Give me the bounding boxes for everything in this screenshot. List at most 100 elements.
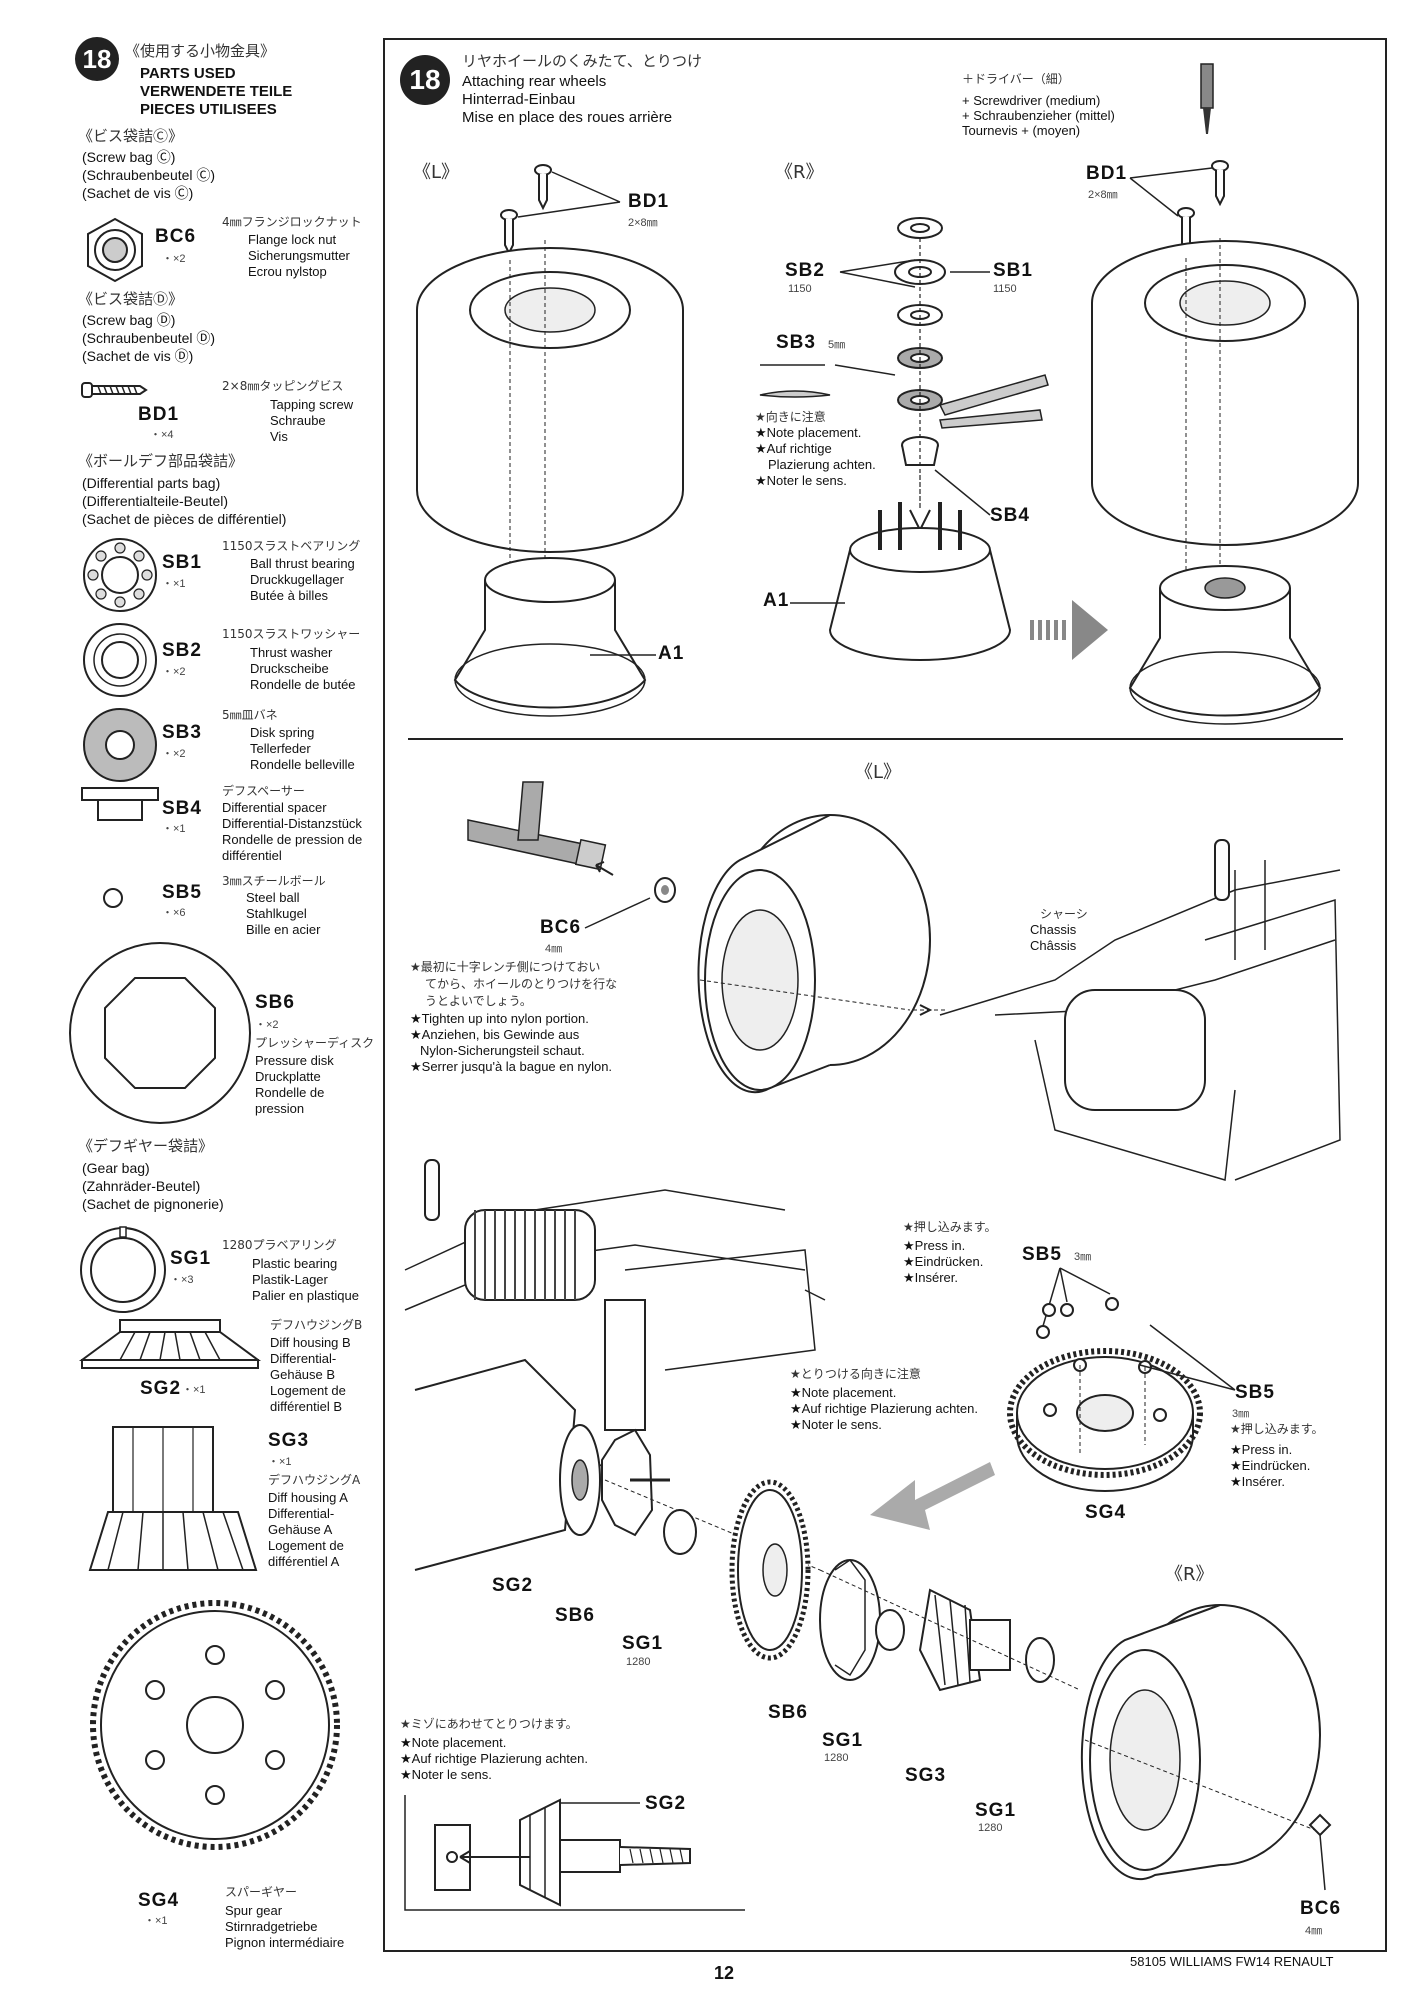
sg1-code: SG1 [170, 1248, 212, 1269]
sg2-jp: デフハウジングB [270, 1318, 363, 1332]
sb4-qty: ・×1 [162, 823, 186, 835]
sb2-qty: ・×2 [162, 666, 186, 678]
bd1-en: Tapping screw [270, 397, 354, 412]
sb4-en: Differential spacer [222, 800, 327, 815]
press-note-fr: ★Insérer. [903, 1270, 959, 1285]
diff-housing-a-icon [88, 1426, 258, 1571]
bd1-jp: 2×8㎜タッピングビス [222, 379, 344, 393]
mid-bc6-label: BC6 [540, 917, 582, 938]
sg1-c-size: 1280 [978, 1822, 1003, 1834]
sb1-de: Druckkugellager [250, 572, 344, 587]
cross-wrench-icon [467, 781, 614, 876]
bag-c-de: (Schraubenbeutel Ⓒ) [82, 167, 216, 183]
chassis-jp: シャーシ [1040, 907, 1088, 921]
sb5-right-leader [1139, 1324, 1236, 1391]
press2-note-de: ★Eindrücken. [1230, 1458, 1311, 1473]
rear-wheel-left-drawing [416, 164, 684, 717]
chassis-fr: Châssis [1030, 938, 1077, 953]
tool-en: + Screwdriver (medium) [962, 93, 1101, 108]
bag-d-en: (Screw bag Ⓓ) [82, 312, 176, 328]
sb-leader-lines [839, 259, 990, 288]
sb2-de: Druckscheibe [250, 661, 329, 676]
top-right-bd1-label: BD1 [1086, 163, 1128, 184]
placement-note-de1: ★Auf richtige [755, 441, 832, 456]
bd1-code: BD1 [138, 404, 180, 425]
orient-note-fr: ★Noter le sens. [790, 1417, 882, 1432]
sg4-en: Spur gear [225, 1903, 283, 1918]
orient-note-de: ★Auf richtige Plazierung achten. [790, 1401, 978, 1416]
sb5-top-label: SB5 [1022, 1244, 1062, 1265]
sg1-de: Plastik-Lager [252, 1272, 328, 1287]
bd1-de: Schraube [270, 413, 326, 428]
sb6-qty: ・×2 [255, 1019, 279, 1031]
sb6-a-label: SB6 [555, 1605, 595, 1626]
sb1-code: SB1 [162, 552, 202, 573]
spur-gear-icon [90, 1600, 340, 1850]
sb3-label: SB3 [776, 332, 816, 353]
mid-nut-icon [654, 877, 676, 903]
sb4-fr: Rondelle de pression de différentiel [222, 832, 363, 863]
step-title-de: Hinterrad-Einbau [462, 91, 576, 108]
bag-d-de: (Schraubenbeutel Ⓓ) [82, 330, 216, 346]
groove-note-fr: ★Noter le sens. [400, 1767, 492, 1782]
orient-note-en: ★Note placement. [790, 1385, 897, 1400]
tool-jp: ＋ドライバー（細） [962, 72, 1070, 86]
section-divider [408, 738, 1343, 740]
sb5-de: Stahlkugel [246, 906, 307, 921]
groove-note-en: ★Note placement. [400, 1735, 507, 1750]
gear-bag-fr: (Sachet de pignonerie) [82, 1196, 224, 1212]
mid-bc6-size: 4㎜ [545, 943, 563, 955]
sb1-fr: Butée à billes [250, 588, 329, 603]
diff-bag-jp: 《ボールデフ部品袋詰》 [78, 452, 244, 470]
sg2-en: Diff housing B [270, 1335, 351, 1350]
press-note-en: ★Press in. [903, 1238, 966, 1253]
gear-bag-en: (Gear bag) [82, 1160, 150, 1176]
bc6-en: Flange lock nut [248, 232, 337, 247]
rear-wheel-mid-drawing [697, 814, 931, 1094]
top-left-side-label: 《L》 [413, 162, 460, 183]
bc6-jp: 4㎜フランジロックナット [222, 215, 362, 229]
sb3-qty: ・×2 [162, 748, 186, 760]
sb4-de: Differential-Distanzstück [222, 816, 362, 831]
bc6-de: Sicherungsmutter [248, 248, 350, 263]
sg1-b-label: SG1 [822, 1730, 864, 1751]
step-title-en: Attaching rear wheels [462, 73, 607, 90]
sb3-size-label: 5㎜ [828, 339, 846, 351]
groove-note-de: ★Auf richtige Plazierung achten. [400, 1751, 588, 1766]
press2-note-en: ★Press in. [1230, 1442, 1293, 1457]
sb3-de: Tellerfeder [250, 741, 311, 756]
differential-spacer-icon [81, 787, 159, 821]
disk-spring-side-icon [759, 364, 896, 398]
bag-c-en: (Screw bag Ⓒ) [82, 149, 176, 165]
next-step-arrow-icon [1030, 600, 1108, 660]
sb4-leader-line [934, 469, 991, 516]
sb5-fr: Bille en acier [246, 922, 321, 937]
top-left-bd1-label: BD1 [628, 191, 670, 212]
step-frame [383, 38, 1387, 1952]
step-18-badge: 18 [400, 55, 450, 105]
inset-sg2-label: SG2 [645, 1793, 687, 1814]
sb2-en: Thrust washer [250, 645, 333, 660]
sb5-right-label: SB5 [1235, 1382, 1275, 1403]
sb2-fr: Rondelle de butée [250, 677, 356, 692]
parts-title-de: VERWENDETE TEILE [140, 83, 293, 100]
gear-bag-jp: 《デフギヤー袋詰》 [78, 1137, 214, 1155]
sg2-qty: ・×1 [182, 1384, 206, 1396]
mid-note-jp2: てから、ホイールのとりつけを行な [425, 977, 618, 991]
sb1-qty: ・×1 [162, 578, 186, 590]
groove-inset-drawing [404, 1795, 745, 1911]
rear-chassis-drawing [404, 1159, 826, 1571]
chassis-drawing [910, 839, 1341, 1181]
diff-bag-de: (Differentialteile-Beutel) [82, 493, 229, 509]
bd1-qty: ・×4 [150, 429, 174, 441]
top-right-bd1-size: 2×8㎜ [1088, 189, 1118, 201]
sg4-qty: ・×1 [144, 1915, 168, 1927]
sb1-label: SB1 [993, 260, 1033, 281]
sb5-qty: ・×6 [162, 907, 186, 919]
sb5-code: SB5 [162, 882, 202, 903]
rear-wheel-right-drawing [1091, 160, 1359, 725]
spur-gear-assembly-drawing [1007, 1348, 1203, 1492]
sb3-en: Disk spring [250, 725, 315, 740]
top-left-bd1-size: 2×8㎜ [628, 217, 658, 229]
mid-note-jp3: うとよいでしょう。 [425, 994, 532, 1008]
